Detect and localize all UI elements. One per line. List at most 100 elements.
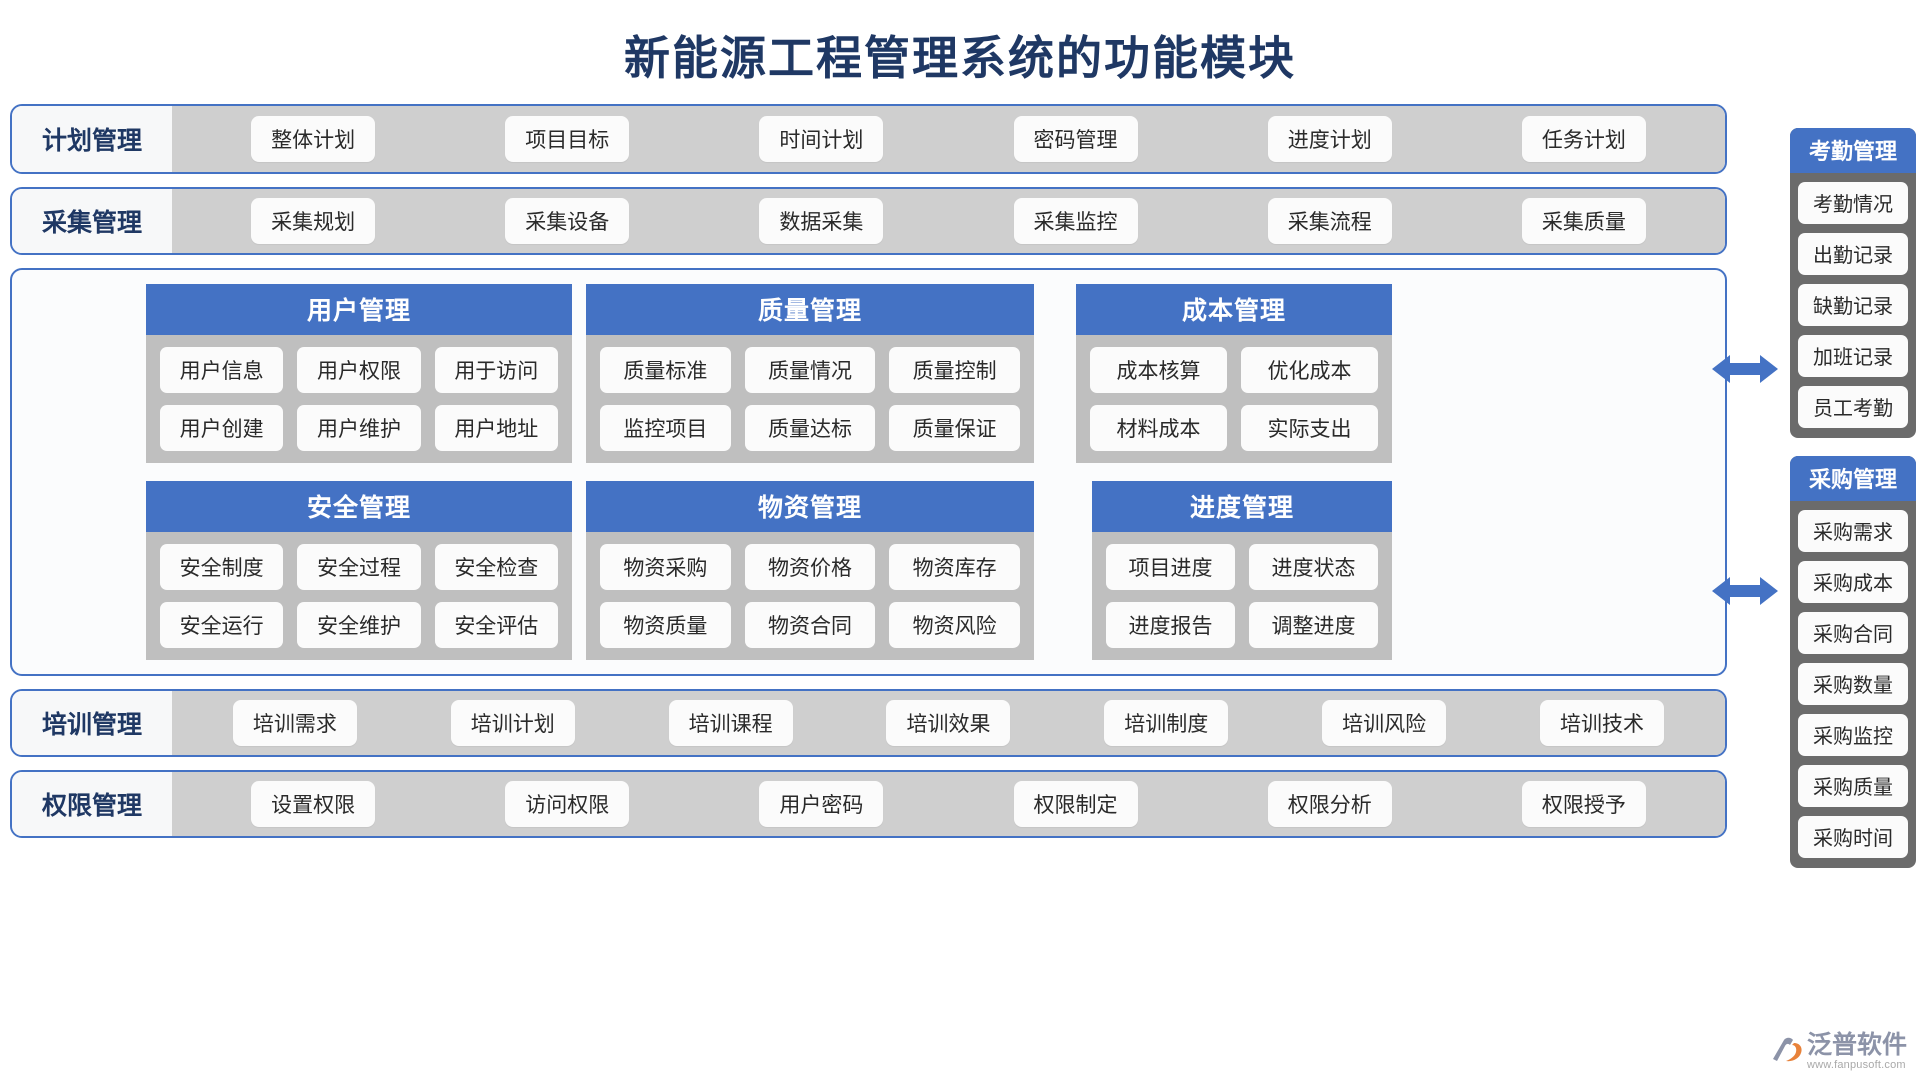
module-cell[interactable]: 用户维护: [297, 405, 421, 451]
band-training-management[interactable]: 培训管理 培训需求 培训计划 培训课程 培训效果 培训制度 培训风险 培训技术: [10, 689, 1727, 757]
module-line: 材料成本 实际支出: [1090, 405, 1378, 451]
module-cell[interactable]: 安全制度: [160, 544, 284, 590]
module-header: 物资管理: [586, 481, 1034, 532]
band-permission-management[interactable]: 权限管理 设置权限 访问权限 用户密码 权限制定 权限分析 权限授予: [10, 770, 1727, 838]
chip-item[interactable]: 设置权限: [251, 781, 376, 827]
sidebar-item[interactable]: 缺勤记录: [1798, 284, 1908, 326]
chip-item[interactable]: 培训课程: [668, 700, 793, 746]
module-cell[interactable]: 物资采购: [600, 544, 731, 590]
module-line: 项目进度 进度状态: [1106, 544, 1378, 590]
right-sidebar: 考勤管理 考勤情况 出勤记录 缺勤记录 加班记录 员工考勤 采购管理 采购需求 …: [1790, 128, 1916, 886]
chip-item[interactable]: 培训需求: [232, 700, 357, 746]
chip-item[interactable]: 培训风险: [1322, 700, 1447, 746]
chip-item[interactable]: 采集监控: [1013, 198, 1138, 244]
chip-item[interactable]: 时间计划: [759, 116, 884, 162]
module-cell[interactable]: 物资风险: [889, 602, 1021, 648]
module-cell[interactable]: 监控项目: [600, 405, 731, 451]
chip-item[interactable]: 项目目标: [505, 116, 630, 162]
module-line: 安全制度 安全过程 安全检查: [160, 544, 558, 590]
module-cell[interactable]: 用户创建: [160, 405, 284, 451]
chip-item[interactable]: 培训制度: [1104, 700, 1229, 746]
sidebar-panel-procurement[interactable]: 采购管理 采购需求 采购成本 采购合同 采购数量 采购监控 采购质量 采购时间: [1790, 456, 1916, 868]
chip-item[interactable]: 采集质量: [1521, 198, 1646, 244]
sidebar-item[interactable]: 采购时间: [1798, 816, 1908, 858]
band-plan-management[interactable]: 计划管理 整体计划 项目目标 时间计划 密码管理 进度计划 任务计划: [10, 104, 1727, 174]
module-cell[interactable]: 实际支出: [1241, 405, 1378, 451]
module-cell[interactable]: 物资质量: [600, 602, 731, 648]
module-quality-management[interactable]: 质量管理 质量标准 质量情况 质量控制 监控项目 质量达标 质量保证: [586, 284, 1034, 463]
module-cell[interactable]: 物资库存: [889, 544, 1021, 590]
module-cell[interactable]: 质量达标: [744, 405, 876, 451]
chip-item[interactable]: 密码管理: [1013, 116, 1138, 162]
chip-item[interactable]: 采集设备: [505, 198, 630, 244]
module-safety-management[interactable]: 安全管理 安全制度 安全过程 安全检查 安全运行 安全维护 安全评估: [146, 481, 572, 660]
module-cell[interactable]: 物资价格: [744, 544, 876, 590]
module-cell[interactable]: 用户权限: [297, 347, 421, 393]
module-cell[interactable]: 进度报告: [1106, 602, 1235, 648]
module-cell[interactable]: 质量情况: [744, 347, 876, 393]
module-cell[interactable]: 成本核算: [1090, 347, 1227, 393]
module-cell[interactable]: 用户信息: [160, 347, 284, 393]
chip-item[interactable]: 培训效果: [886, 700, 1011, 746]
module-cell[interactable]: 用于访问: [434, 347, 558, 393]
module-cell[interactable]: 安全评估: [434, 602, 558, 648]
module-cell[interactable]: 安全维护: [297, 602, 421, 648]
chip-item[interactable]: 访问权限: [505, 781, 630, 827]
sidebar-item[interactable]: 采购成本: [1798, 561, 1908, 603]
module-cell[interactable]: 进度状态: [1249, 544, 1378, 590]
sidebar-panel-attendance[interactable]: 考勤管理 考勤情况 出勤记录 缺勤记录 加班记录 员工考勤: [1790, 128, 1916, 438]
chip-item[interactable]: 权限分析: [1267, 781, 1392, 827]
fanpu-logo-icon: [1770, 1035, 1804, 1069]
chip-item[interactable]: 权限制定: [1013, 781, 1138, 827]
module-cost-management[interactable]: 成本管理 成本核算 优化成本 材料成本 实际支出: [1076, 284, 1392, 463]
chip-item[interactable]: 培训计划: [450, 700, 575, 746]
module-line: 物资质量 物资合同 物资风险: [600, 602, 1021, 648]
sidebar-item[interactable]: 采购需求: [1798, 510, 1908, 552]
logo-url: www.fanpusoft.com: [1807, 1059, 1906, 1071]
module-cell[interactable]: 项目进度: [1106, 544, 1235, 590]
module-body: 成本核算 优化成本 材料成本 实际支出: [1076, 335, 1392, 463]
sidebar-item[interactable]: 出勤记录: [1798, 233, 1908, 275]
chip-item[interactable]: 进度计划: [1267, 116, 1392, 162]
chip-item[interactable]: 用户密码: [759, 781, 884, 827]
band-items: 设置权限 访问权限 用户密码 权限制定 权限分析 权限授予: [172, 772, 1725, 836]
chip-item[interactable]: 任务计划: [1521, 116, 1646, 162]
double-arrow-icon: [1712, 574, 1778, 608]
module-line: 用户信息 用户权限 用于访问: [160, 347, 558, 393]
module-cell[interactable]: 安全检查: [434, 544, 558, 590]
sidebar-item[interactable]: 采购质量: [1798, 765, 1908, 807]
chip-item[interactable]: 培训技术: [1539, 700, 1664, 746]
module-cell[interactable]: 优化成本: [1241, 347, 1378, 393]
module-material-management[interactable]: 物资管理 物资采购 物资价格 物资库存 物资质量 物资合同 物资风险: [586, 481, 1034, 660]
module-progress-management[interactable]: 进度管理 项目进度 进度状态 进度报告 调整进度: [1092, 481, 1392, 660]
module-header: 质量管理: [586, 284, 1034, 335]
sidebar-item[interactable]: 员工考勤: [1798, 386, 1908, 428]
module-cell[interactable]: 安全过程: [297, 544, 421, 590]
sidebar-item[interactable]: 采购合同: [1798, 612, 1908, 654]
module-cell[interactable]: 调整进度: [1249, 602, 1378, 648]
module-line: 成本核算 优化成本: [1090, 347, 1378, 393]
sidebar-item[interactable]: 采购数量: [1798, 663, 1908, 705]
module-cell[interactable]: 材料成本: [1090, 405, 1227, 451]
module-line: 进度报告 调整进度: [1106, 602, 1378, 648]
module-cell[interactable]: 质量控制: [889, 347, 1021, 393]
module-body: 安全制度 安全过程 安全检查 安全运行 安全维护 安全评估: [146, 532, 572, 660]
chip-item[interactable]: 采集流程: [1267, 198, 1392, 244]
module-cell[interactable]: 质量标准: [600, 347, 731, 393]
main-column: 计划管理 整体计划 项目目标 时间计划 密码管理 进度计划 任务计划 采集管理 …: [10, 104, 1727, 851]
sidebar-item[interactable]: 采购监控: [1798, 714, 1908, 756]
sidebar-panel-items: 采购需求 采购成本 采购合同 采购数量 采购监控 采购质量 采购时间: [1790, 501, 1916, 858]
chip-item[interactable]: 数据采集: [759, 198, 884, 244]
chip-item[interactable]: 采集规划: [251, 198, 376, 244]
module-user-management[interactable]: 用户管理 用户信息 用户权限 用于访问 用户创建 用户维护 用户地址: [146, 284, 572, 463]
chip-item[interactable]: 整体计划: [251, 116, 376, 162]
band-collection-management[interactable]: 采集管理 采集规划 采集设备 数据采集 采集监控 采集流程 采集质量: [10, 187, 1727, 255]
double-arrow-icon: [1712, 352, 1778, 386]
sidebar-item[interactable]: 加班记录: [1798, 335, 1908, 377]
sidebar-item[interactable]: 考勤情况: [1798, 182, 1908, 224]
module-cell[interactable]: 物资合同: [744, 602, 876, 648]
module-cell[interactable]: 用户地址: [434, 405, 558, 451]
module-cell[interactable]: 质量保证: [889, 405, 1021, 451]
module-cell[interactable]: 安全运行: [160, 602, 284, 648]
chip-item[interactable]: 权限授予: [1521, 781, 1646, 827]
